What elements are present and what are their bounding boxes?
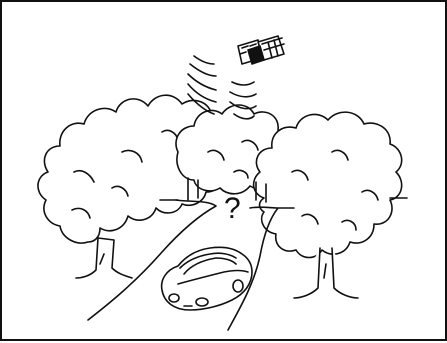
car-icon <box>162 247 252 310</box>
satellite-icon <box>238 36 284 64</box>
right-tree-canopy <box>254 112 402 257</box>
left-tree-trunk <box>76 238 132 278</box>
question-mark: ? <box>224 192 241 225</box>
